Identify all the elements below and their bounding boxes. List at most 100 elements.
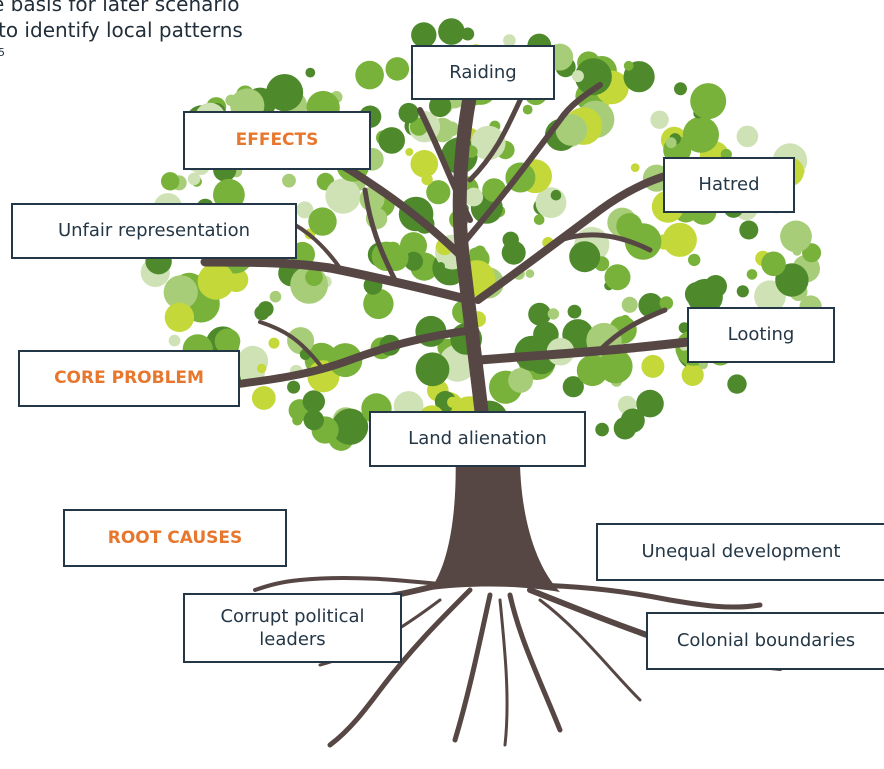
cause-unequal-development-label: Unequal development (596, 523, 884, 581)
leaf-dot (746, 269, 758, 280)
leaf-dot (555, 114, 588, 146)
leaf-dot (775, 263, 809, 297)
cause-colonial-boundaries-label: Colonial boundaries (646, 612, 884, 670)
effects-heading: EFFECTS (183, 111, 371, 170)
leaf-dot (595, 422, 609, 437)
leaf-dot (736, 285, 749, 298)
leaf-dot (268, 337, 280, 349)
leaf-dot (623, 60, 634, 71)
leaf-dot (305, 67, 316, 78)
leaf-dot (296, 201, 314, 219)
leaf-dot (681, 363, 704, 386)
leaf-dot (305, 268, 323, 287)
leaf-dot (251, 386, 276, 410)
leaf-dot (464, 187, 484, 207)
leaf-dot (429, 94, 452, 118)
intro-text-line-1: e basis for later scenario (0, 0, 240, 16)
leaf-dot (473, 245, 486, 258)
leaf-dot (415, 352, 450, 387)
leaf-dot (690, 83, 727, 120)
intro-text-line-2: to identify local patterns (0, 18, 243, 42)
leaf-dot (363, 288, 394, 319)
leaf-dot (444, 121, 460, 137)
leaf-dot (621, 296, 638, 313)
leaf-dot (613, 416, 637, 440)
leaf-dot (287, 327, 315, 355)
core-problem-land-alienation-label: Land alienation (369, 411, 586, 467)
leaf-dot (331, 408, 369, 445)
leaf-dot (282, 173, 296, 188)
leaf-dot (164, 302, 195, 332)
leaf-dot (682, 116, 720, 153)
effect-raiding-label: Raiding (411, 45, 555, 100)
leaf-dot (308, 207, 337, 236)
leaf-dot (438, 18, 465, 45)
leaf-dot (665, 137, 677, 149)
leaf-dot (168, 334, 181, 347)
leaf-dot (620, 314, 631, 325)
leaf-dot (727, 374, 747, 394)
leaf-dot (604, 264, 631, 291)
leaf-dot (650, 110, 669, 129)
leaf-dot (674, 82, 687, 96)
effect-looting-label: Looting (687, 307, 835, 363)
leaf-dot (161, 172, 180, 191)
leaf-dot (569, 241, 601, 273)
tree-trunk (430, 440, 560, 592)
leaf-dot (739, 220, 759, 240)
leaf-dot (187, 172, 201, 186)
core-problem-heading: CORE PROBLEM (18, 350, 240, 407)
leaf-dot (571, 70, 584, 83)
leaf-dot (257, 301, 274, 317)
leaf-dot (576, 354, 609, 387)
leaf-dot (503, 34, 516, 47)
tree-branches (200, 63, 755, 447)
leaf-dot (269, 290, 282, 303)
leaf-dot (562, 376, 584, 398)
leaf-dot (802, 243, 822, 263)
leaf-dot (292, 415, 303, 426)
leaf-dot (525, 269, 535, 278)
leaf-dot (404, 251, 424, 271)
leaf-dot (287, 380, 301, 394)
leaf-dot (410, 150, 439, 178)
leaf-dot (429, 192, 438, 201)
leaf-dot (688, 253, 701, 267)
leaf-dot (659, 296, 674, 310)
leaf-dot (630, 163, 640, 173)
leaf-dot (567, 304, 582, 319)
leaf-dot (550, 189, 562, 201)
leaf-dot (501, 240, 526, 265)
leaf-dot (163, 275, 198, 310)
intro-footnote: 5 (0, 46, 5, 59)
effect-hatred-label: Hatred (663, 157, 795, 213)
leaf-dot (780, 220, 812, 253)
leaf-dot (687, 278, 723, 315)
cause-corrupt-political-leaders-label: Corrupt political leaders (183, 593, 402, 663)
leaf-dot (528, 302, 551, 326)
leaf-dot (325, 178, 361, 214)
leaf-dot (547, 308, 560, 320)
leaf-dot (405, 148, 414, 156)
effect-unfair-representation-label: Unfair representation (11, 203, 297, 259)
leaf-dot (214, 328, 241, 355)
leaf-dot (303, 409, 324, 431)
leaf-dot (662, 222, 697, 257)
leaf-dot (257, 363, 267, 374)
leaf-dot (398, 102, 419, 124)
leaf-dot (213, 178, 245, 211)
leaf-dot (761, 251, 786, 277)
leaf-dot (436, 262, 446, 271)
leaf-dot (471, 125, 506, 161)
leaf-dot (378, 127, 406, 154)
leaf-dot (508, 368, 533, 393)
leaf-dot (522, 104, 533, 115)
root-causes-heading: ROOT CAUSES (63, 509, 287, 567)
leaf-dot (302, 390, 325, 413)
leaf-dot (636, 389, 664, 418)
leaf-dot (355, 60, 384, 90)
leaf-dot (736, 125, 759, 148)
leaf-dot (678, 322, 690, 334)
leaf-dot (461, 27, 475, 41)
leaf-dot (411, 22, 437, 48)
